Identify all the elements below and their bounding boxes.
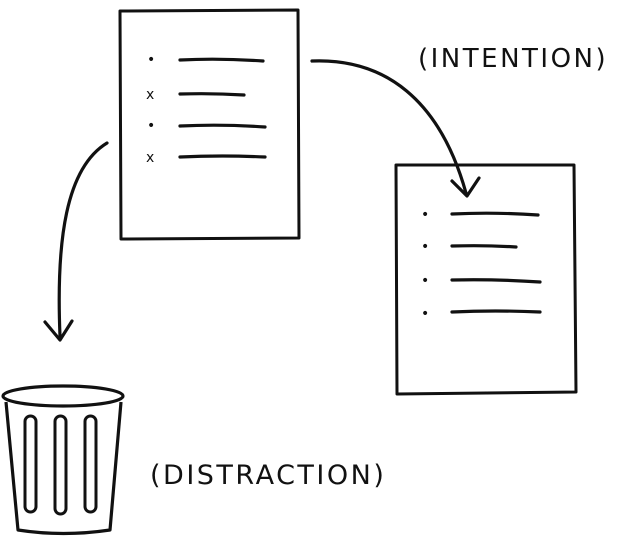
target-list-items: • • • • [421, 207, 542, 322]
list-item-line [450, 244, 518, 249]
list-item: • [421, 306, 542, 322]
list-item-marker: x [146, 150, 154, 166]
list-item: x [146, 150, 267, 166]
intention-label: (INTENTION) [418, 44, 609, 74]
target-list-document: • • • • [394, 163, 578, 396]
list-item-line [450, 278, 542, 284]
trash-can-slot [83, 414, 98, 514]
list-item-line [450, 309, 542, 314]
trash-can-rim [1, 384, 125, 408]
distraction-label: (DISTRACTION) [150, 460, 387, 491]
list-item-line [178, 123, 267, 129]
list-item-marker: • [147, 52, 155, 68]
trash-can-slot [23, 414, 38, 514]
list-item-line [450, 211, 540, 217]
list-item: • [421, 239, 518, 255]
trash-can-icon [1, 384, 125, 536]
list-item: • [421, 207, 540, 223]
list-item-line [178, 57, 265, 63]
source-list-items: • x • x [146, 52, 267, 166]
list-item-marker: • [421, 273, 429, 289]
intention-arrow-icon [310, 59, 481, 198]
list-item-marker: • [421, 306, 429, 322]
list-item-line [178, 154, 267, 159]
list-item: x [146, 87, 246, 103]
trash-can-slot [53, 414, 68, 516]
list-item-line [178, 92, 246, 97]
list-item-marker: x [146, 87, 154, 103]
source-list-document: • x • x [118, 8, 301, 241]
distraction-arrow-icon [43, 141, 109, 342]
list-item: • [147, 118, 267, 134]
trash-can-body [4, 401, 123, 536]
list-item-marker: • [147, 118, 155, 134]
list-item-marker: • [421, 239, 429, 255]
list-item: • [147, 52, 265, 68]
list-item: • [421, 273, 542, 289]
list-item-marker: • [421, 207, 429, 223]
